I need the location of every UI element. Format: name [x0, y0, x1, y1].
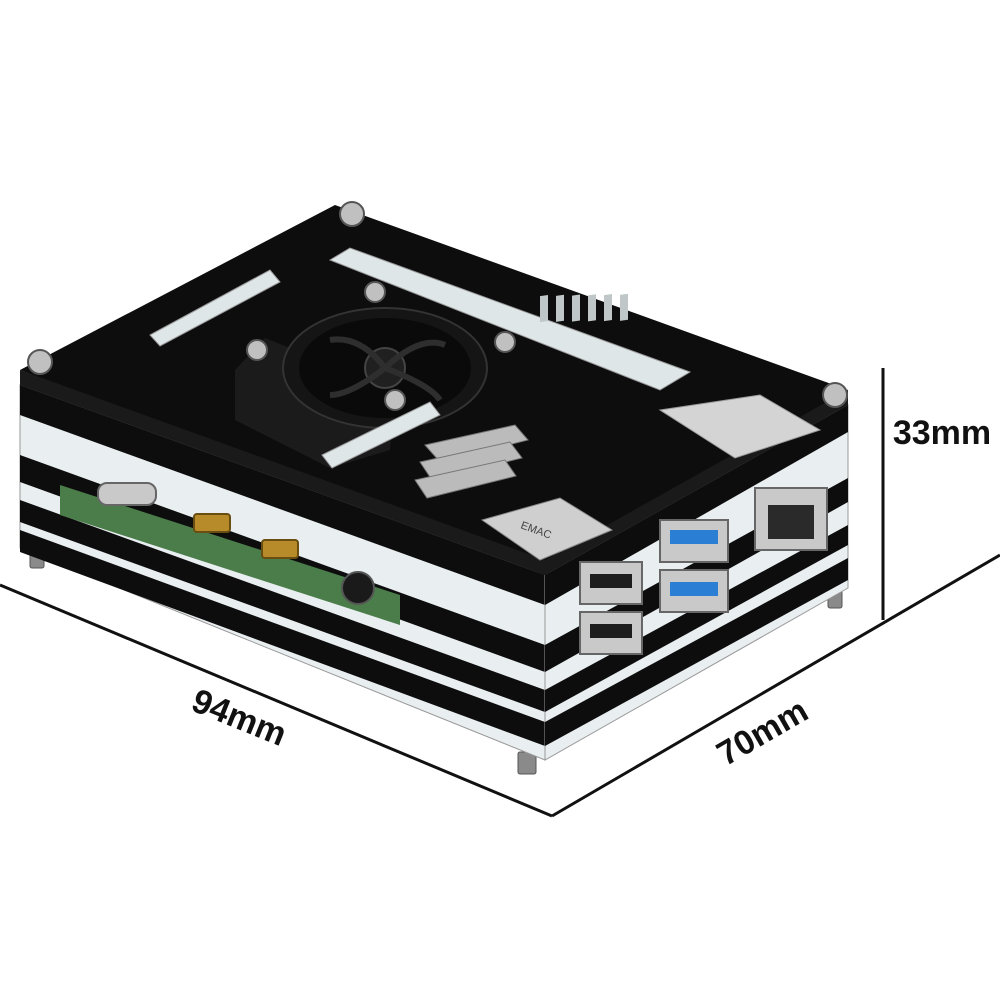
- screw-icon: [822, 382, 848, 408]
- ethernet-label: [658, 394, 822, 459]
- heatsink: [414, 424, 529, 499]
- dimension-lines: [0, 368, 1000, 818]
- case-screws: [27, 201, 848, 411]
- depth-label: 70mm: [710, 691, 814, 773]
- screw-icon: [364, 281, 386, 303]
- pcb-edge: [60, 485, 400, 625]
- width-label: 94mm: [186, 682, 291, 754]
- vent-slots: [540, 293, 628, 323]
- screw-icon: [494, 331, 516, 353]
- right-side-ports: EMAC: [480, 394, 828, 655]
- clear-crossbar: [321, 401, 441, 469]
- emac-shield: [480, 497, 614, 561]
- micro-hdmi-port-1: [193, 513, 231, 533]
- depth-dimension-line: [551, 553, 1000, 818]
- case-body: EMAC: [19, 201, 849, 775]
- front-side-ports: [60, 482, 400, 625]
- audio-jack: [341, 571, 375, 605]
- micro-hdmi-port-2: [261, 539, 299, 559]
- height-label: 33mm: [893, 414, 991, 452]
- screw-icon: [339, 201, 365, 227]
- screw-icon: [246, 339, 268, 361]
- width-dimension-line: [0, 583, 553, 818]
- cooling-fan: [235, 307, 488, 468]
- screw-icon: [384, 389, 406, 411]
- usb-c-port: [97, 482, 157, 506]
- screw-icon: [27, 349, 53, 375]
